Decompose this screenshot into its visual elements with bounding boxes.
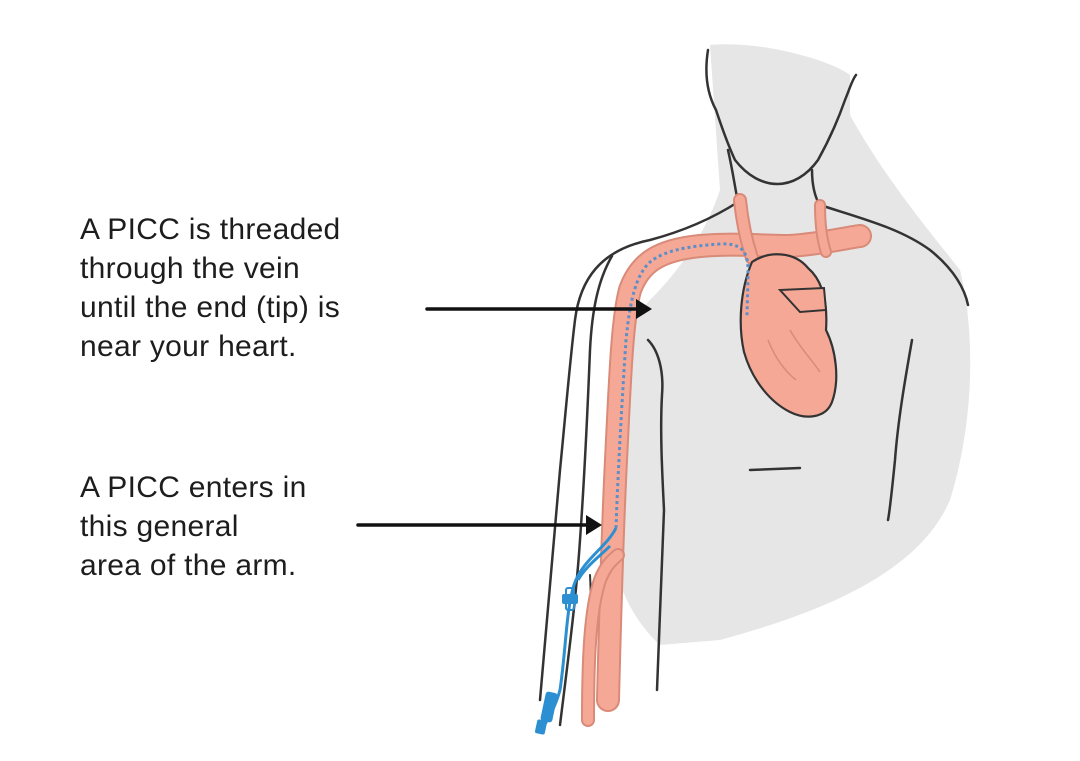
carotid-right-fill: [816, 201, 830, 256]
vein-branch-fill: [583, 550, 623, 725]
caption-line: through the vein: [80, 252, 300, 285]
caption-line: this general: [80, 510, 239, 543]
caption-line: until the end (tip) is: [80, 291, 341, 324]
right-shoulder-outline: [818, 203, 970, 307]
head-outline: [705, 48, 858, 186]
caption-line: area of the arm.: [80, 549, 297, 582]
catheter-tubing: [535, 527, 618, 735]
left-shoulder-outline: [538, 200, 740, 702]
caption-line: A PICC enters in: [80, 471, 307, 504]
arrow-to-tip: [425, 299, 652, 319]
torso-right-outline: [886, 338, 914, 522]
arm-inner-line: [646, 338, 666, 692]
chest-line: [748, 466, 802, 472]
caption-tip: A PICC is threaded through the vein unti…: [80, 210, 341, 366]
jugular-vein-fill: [735, 195, 757, 263]
caption-line: A PICC is threaded: [80, 213, 341, 246]
arrow-to-entry: [356, 515, 602, 535]
heart-icon: [739, 253, 838, 418]
caption-entry: A PICC enters in this general area of th…: [80, 468, 307, 585]
caption-line: near your heart.: [80, 330, 297, 363]
vein-fill: [598, 226, 870, 710]
